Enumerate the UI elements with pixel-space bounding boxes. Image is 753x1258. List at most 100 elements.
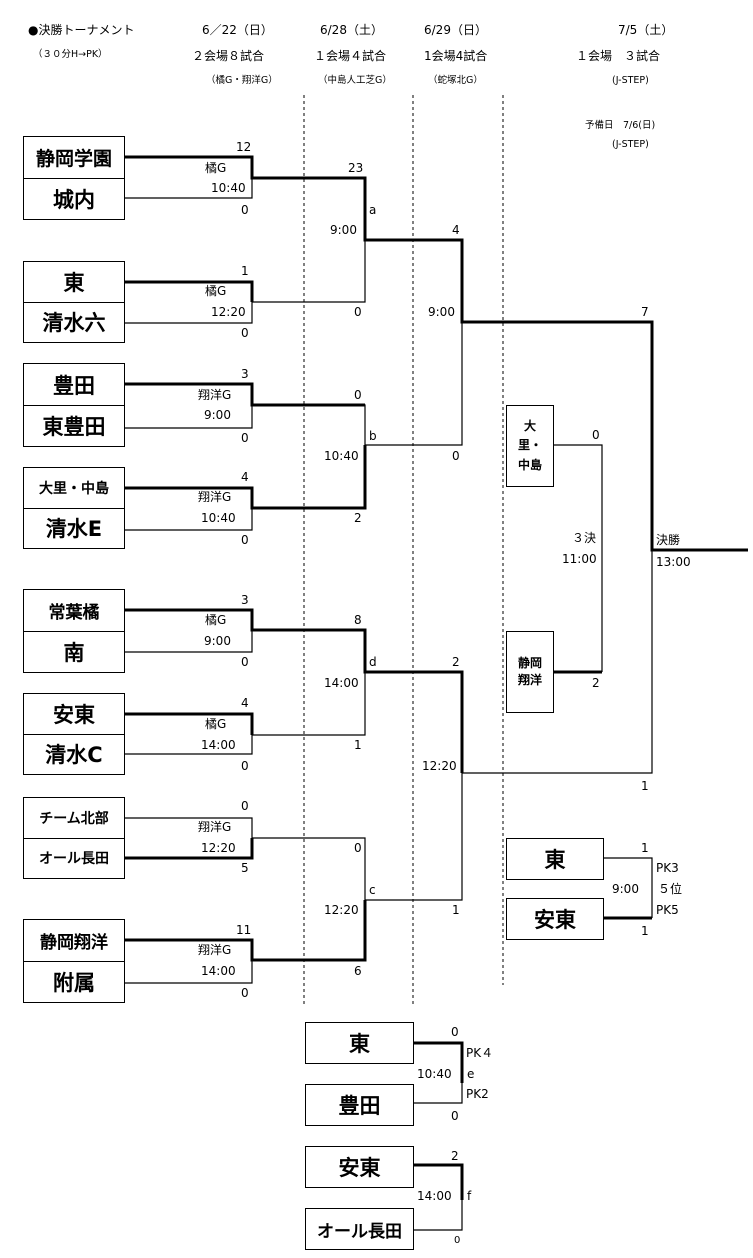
- score: 0: [241, 431, 249, 445]
- team-name: チーム北部: [24, 798, 124, 839]
- score: 1: [354, 738, 362, 752]
- col2-venue: （中島人工芝G）: [318, 75, 392, 86]
- team-name: 大里・中島: [517, 419, 542, 472]
- match-label: d: [369, 655, 377, 669]
- score: 0: [241, 533, 249, 547]
- matchup-box-6: 安東 清水C: [23, 693, 125, 775]
- score: 8: [354, 613, 362, 627]
- score: 0: [241, 799, 249, 813]
- third-place-team-box: 静岡翔洋: [506, 631, 554, 713]
- match-label: a: [369, 203, 377, 217]
- team-name: 東: [544, 848, 566, 872]
- venue: 橘G: [205, 613, 227, 627]
- kickoff-time: 9:00: [330, 223, 357, 237]
- match-label: e: [467, 1067, 475, 1081]
- score: 0: [241, 326, 249, 340]
- team-name: 安東: [24, 694, 124, 735]
- kickoff-time: 13:00: [656, 555, 691, 569]
- fifth-place-team-box: 安東: [506, 898, 604, 940]
- score: 4: [241, 696, 249, 710]
- col2-info: １会場４試合: [314, 49, 387, 63]
- score: 6: [354, 964, 362, 978]
- kickoff-time: 11:00: [562, 552, 597, 566]
- score: 0: [241, 203, 249, 217]
- team-name: 豊田: [24, 364, 124, 406]
- kickoff-time: 14:00: [417, 1189, 452, 1203]
- team-name: 豊田: [338, 1094, 381, 1118]
- match-f-team-box: オール長田: [305, 1208, 414, 1250]
- score: 12: [236, 140, 252, 154]
- col3-venue: （蛇塚北G）: [428, 75, 483, 86]
- col1-info: ２会場８試合: [192, 49, 265, 63]
- kickoff-time: 12:20: [211, 305, 246, 319]
- matchup-box-2: 東 清水六: [23, 261, 125, 343]
- team-name: 大里・中島: [24, 468, 124, 509]
- score: 0: [354, 388, 362, 402]
- kickoff-time: 10:40: [324, 449, 359, 463]
- kickoff-time: 10:40: [211, 181, 246, 195]
- final-label: 決勝: [656, 533, 681, 547]
- score: 0: [454, 1235, 461, 1246]
- team-name: 附属: [53, 970, 95, 995]
- kickoff-time: 12:20: [201, 841, 236, 855]
- matchup-box-7: チーム北部 オール長田: [23, 797, 125, 879]
- venue: 橘G: [205, 717, 227, 731]
- matchup-box-3: 豊田 東豊田: [23, 363, 125, 447]
- match-rule: （３０分H→PK）: [33, 49, 108, 60]
- score: 2: [354, 511, 362, 525]
- team-name: 東豊田: [42, 414, 106, 439]
- venue: 翔洋G: [198, 943, 232, 957]
- match-label: b: [369, 429, 377, 443]
- kickoff-time: 9:00: [204, 408, 231, 422]
- venue: 翔洋G: [198, 388, 232, 402]
- match-e-team-box: 豊田: [305, 1084, 414, 1126]
- team-name: 東: [349, 1032, 370, 1056]
- score: 4: [452, 223, 460, 237]
- team-name: オール長田: [39, 851, 109, 867]
- venue: 橘G: [205, 284, 227, 298]
- score: 3: [241, 367, 249, 381]
- score: 0: [241, 655, 249, 669]
- kickoff-time: 14:00: [201, 964, 236, 978]
- score: 1: [241, 264, 249, 278]
- reserve-venue: (J-STEP): [612, 139, 649, 150]
- team-name: 南: [63, 640, 85, 665]
- column-dividers: [303, 95, 504, 1005]
- fifth-place-label: ５位: [658, 882, 683, 896]
- pk-score: PK3: [656, 861, 679, 875]
- team-name: オール長田: [317, 1221, 402, 1242]
- col4-date: 7/5（土）: [618, 23, 674, 37]
- team-name: 清水C: [45, 743, 103, 767]
- team-name: 静岡学園: [24, 137, 124, 179]
- kickoff-time: 12:20: [422, 759, 457, 773]
- team-name: 安東: [534, 908, 576, 932]
- matchup-box-4: 大里・中島 清水E: [23, 467, 125, 549]
- score: 0: [241, 986, 249, 1000]
- team-name: 静岡翔洋: [24, 920, 124, 962]
- pk-score: PK2: [466, 1087, 489, 1101]
- kickoff-time: 9:00: [612, 882, 639, 896]
- pk-score: PK４: [466, 1046, 494, 1060]
- col3-info: 1会場4試合: [424, 49, 488, 63]
- score: 1: [452, 903, 460, 917]
- venue: 翔洋G: [198, 490, 232, 504]
- matchup-box-5: 常葉橘 南: [23, 589, 125, 673]
- team-name: 清水六: [42, 311, 106, 335]
- score: 0: [451, 1025, 459, 1039]
- score: 0: [592, 428, 600, 442]
- col1-venue: （橘G・翔洋G）: [206, 75, 278, 86]
- third-place-label: ３決: [572, 531, 597, 545]
- kickoff-time: 14:00: [324, 676, 359, 690]
- score: 0: [451, 1109, 459, 1123]
- score: 0: [354, 305, 362, 319]
- matchup-box-8: 静岡翔洋 附属: [23, 919, 125, 1003]
- team-name: 清水E: [45, 517, 103, 541]
- team-name: 城内: [53, 187, 95, 212]
- venue: 橘G: [205, 161, 227, 175]
- kickoff-time: 10:40: [201, 511, 236, 525]
- col4-info: １会場 ３試合: [576, 49, 661, 63]
- score: 5: [241, 861, 249, 875]
- score: 2: [452, 655, 460, 669]
- kickoff-time: 10:40: [417, 1067, 452, 1081]
